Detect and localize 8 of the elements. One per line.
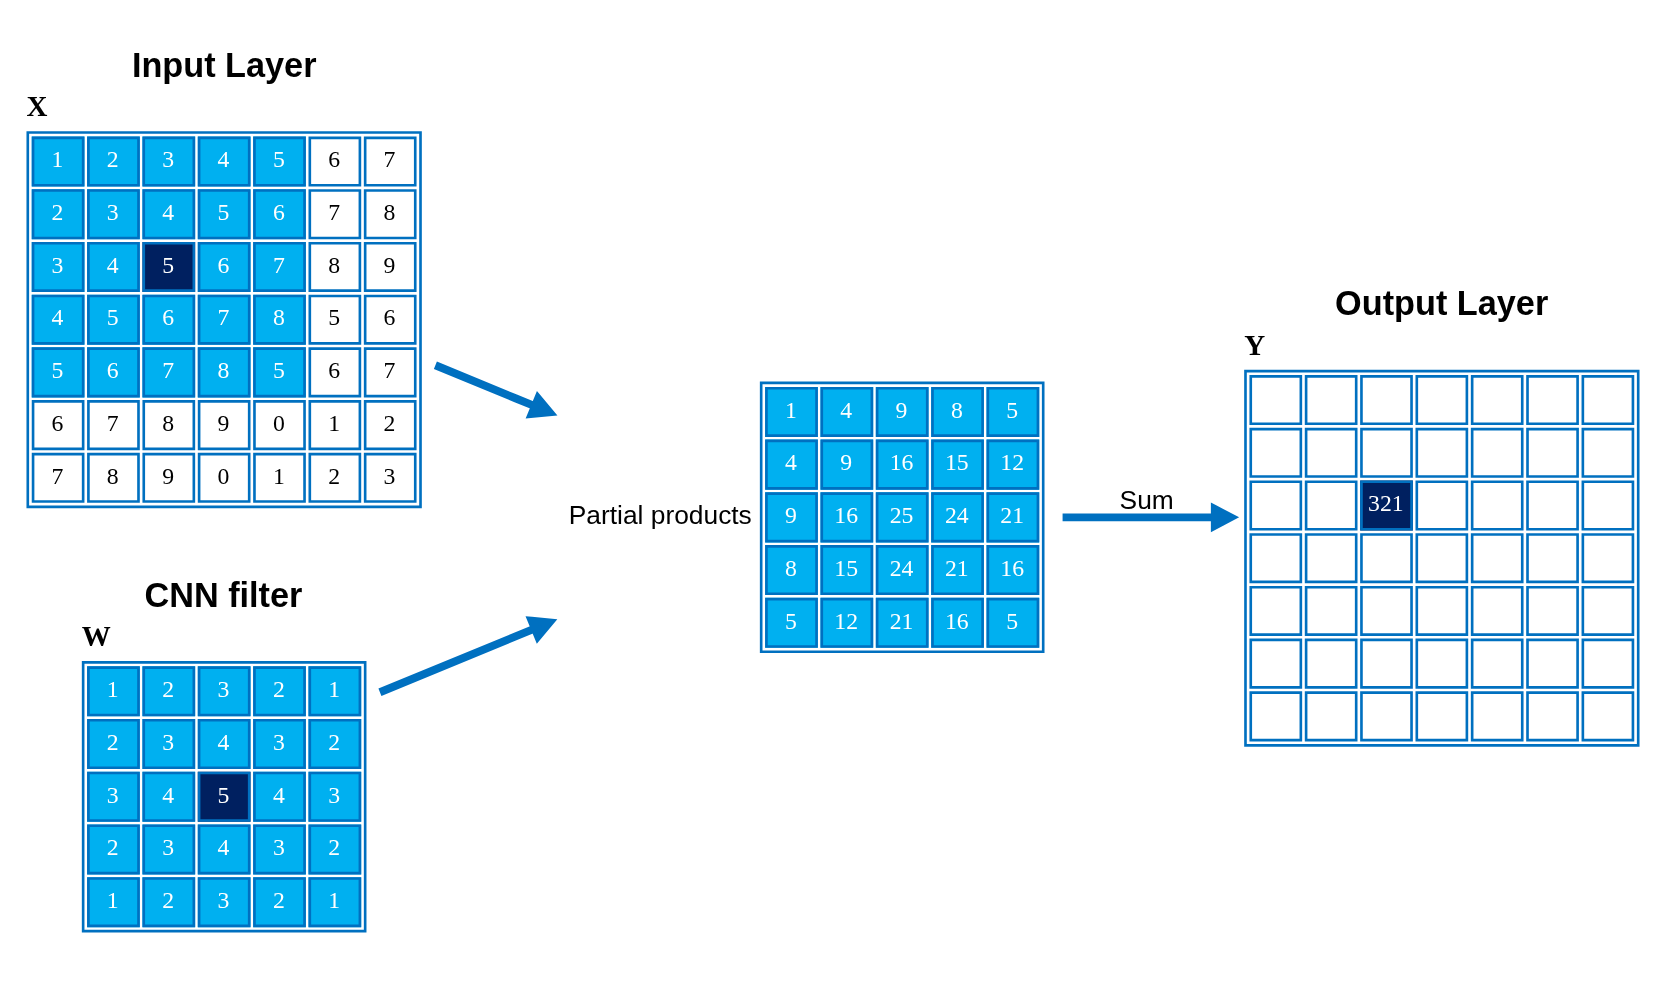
node-label: X xyxy=(26,90,48,123)
node-label: Y xyxy=(1244,328,1266,361)
node-label: Input Layer xyxy=(131,45,317,84)
node-label: Partial products xyxy=(568,499,752,530)
node-label: CNN filter xyxy=(144,575,303,614)
node-label: W xyxy=(81,619,111,652)
edge-label: Sum xyxy=(1119,485,1174,516)
node-label: Output Layer xyxy=(1335,284,1549,323)
